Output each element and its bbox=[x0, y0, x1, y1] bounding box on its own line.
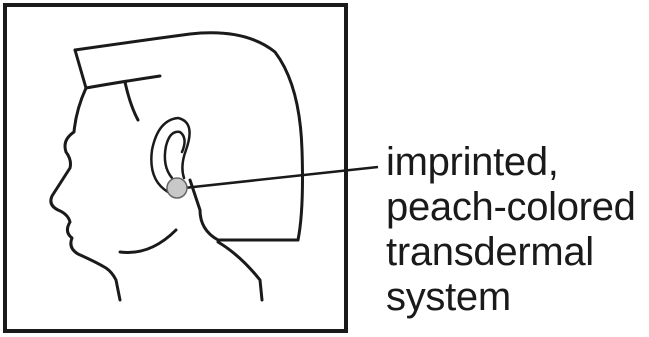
callout-leader-line bbox=[184, 167, 378, 188]
callout-label: imprinted, peach-colored transdermal sys… bbox=[386, 140, 648, 320]
hairline-front bbox=[75, 50, 160, 88]
neck-lower bbox=[218, 242, 262, 300]
face-profile bbox=[51, 88, 120, 300]
jaw-line bbox=[120, 230, 176, 253]
callout-line-3: transdermal bbox=[386, 230, 648, 275]
head-outline bbox=[51, 33, 303, 300]
callout-line-1: imprinted, bbox=[386, 140, 648, 185]
transdermal-patch bbox=[167, 178, 187, 198]
sideburn-line bbox=[125, 82, 138, 120]
callout-line-2: peach-colored bbox=[386, 185, 648, 230]
callout-line-4: system bbox=[386, 275, 648, 320]
neck-back bbox=[190, 180, 298, 240]
illustration-frame bbox=[5, 5, 346, 331]
